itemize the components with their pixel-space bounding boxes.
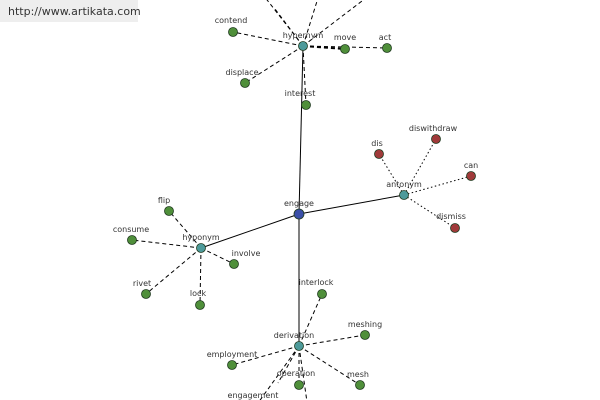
url-banner[interactable]: http://www.artikata.com — [0, 0, 141, 22]
edge-hypernym-interest — [302, 45, 307, 106]
hub-label-hypernym[interactable]: hypernym — [283, 31, 324, 40]
label-move[interactable]: move — [334, 33, 356, 42]
edge-hypernym-move-emphasis — [302, 45, 346, 50]
edge-hyponym-lock — [199, 247, 202, 306]
node-act[interactable] — [382, 43, 392, 53]
label-dis[interactable]: dis — [371, 139, 382, 148]
edge-engage-hypernym — [298, 45, 304, 215]
label-lock[interactable]: lock — [190, 289, 207, 298]
label-interlock[interactable]: interlock — [299, 278, 334, 287]
edge-hypernym-offscreen-1 — [302, 0, 318, 47]
edge-antonym-dis — [378, 153, 405, 196]
edge-hypernym-contend — [232, 31, 304, 47]
edge-hyponym-rivet — [145, 247, 202, 295]
center-label[interactable]: engage — [284, 199, 314, 208]
label-involve[interactable]: involve — [232, 249, 261, 258]
node-can[interactable] — [466, 171, 476, 181]
node-consume[interactable] — [127, 235, 137, 245]
node-meshing[interactable] — [360, 330, 370, 340]
label-can[interactable]: can — [464, 161, 478, 170]
edge-hypernym-offscreen-2 — [302, 0, 363, 47]
node-contend[interactable] — [228, 27, 238, 37]
node-mesh[interactable] — [355, 380, 365, 390]
edge-derivation-mesh — [298, 345, 361, 386]
node-dis[interactable] — [374, 149, 384, 159]
label-flip[interactable]: flip — [158, 196, 170, 205]
edge-engage-hyponym — [200, 213, 300, 249]
label-employment[interactable]: employment — [207, 350, 258, 359]
label-engagement[interactable]: engagement — [228, 391, 279, 400]
edge-hypernym-displace — [244, 45, 304, 84]
edge-derivation-interlock — [298, 293, 323, 347]
hub-node-hypernym[interactable] — [298, 41, 308, 51]
label-meshing[interactable]: meshing — [348, 320, 382, 329]
node-flip[interactable] — [164, 206, 174, 216]
edge-derivation-offscreen-4 — [277, 345, 300, 384]
hub-node-hyponym[interactable] — [196, 243, 206, 253]
edge-hyponym-consume — [131, 239, 202, 249]
label-displace[interactable]: displace — [226, 68, 259, 77]
node-employment[interactable] — [227, 360, 237, 370]
hub-label-antonym[interactable]: antonym — [386, 180, 422, 189]
label-act[interactable]: act — [379, 33, 391, 42]
label-mesh[interactable]: mesh — [347, 370, 369, 379]
node-move[interactable] — [340, 44, 350, 54]
label-interest[interactable]: interest — [285, 89, 316, 98]
node-displace[interactable] — [240, 78, 250, 88]
node-involve[interactable] — [229, 259, 239, 269]
hub-label-derivation[interactable]: derivation — [274, 331, 314, 340]
edge-hyponym-involve — [200, 247, 235, 265]
edge-antonym-diswithdraw — [403, 138, 437, 196]
node-rivet[interactable] — [141, 289, 151, 299]
node-interlock[interactable] — [317, 289, 327, 299]
label-operation[interactable]: operation — [277, 369, 315, 378]
node-lock[interactable] — [195, 300, 205, 310]
edge-derivation-engagement — [259, 345, 300, 400]
node-diswithdraw[interactable] — [431, 134, 441, 144]
edge-derivation-offscreen-5 — [298, 345, 308, 400]
url-link[interactable]: http://www.artikata.com — [8, 5, 141, 18]
label-consume[interactable]: consume — [113, 225, 149, 234]
edge-engage-antonym — [298, 194, 405, 215]
node-dismiss[interactable] — [450, 223, 460, 233]
center-node-engage[interactable] — [293, 208, 305, 220]
hub-label-hyponym[interactable]: hyponym — [182, 233, 220, 242]
label-contend[interactable]: contend — [215, 16, 248, 25]
hub-node-antonym[interactable] — [399, 190, 409, 200]
label-rivet[interactable]: rivet — [133, 279, 151, 288]
edge-hyponym-flip — [168, 210, 202, 249]
node-operation[interactable] — [294, 380, 304, 390]
node-interest[interactable] — [301, 100, 311, 110]
edge-hypernym-offscreen-3 — [266, 0, 304, 47]
edge-derivation-employment — [231, 345, 300, 366]
label-diswithdraw[interactable]: diswithdraw — [409, 124, 458, 133]
hub-node-derivation[interactable] — [294, 341, 304, 351]
label-dismiss[interactable]: dismiss — [436, 212, 466, 221]
